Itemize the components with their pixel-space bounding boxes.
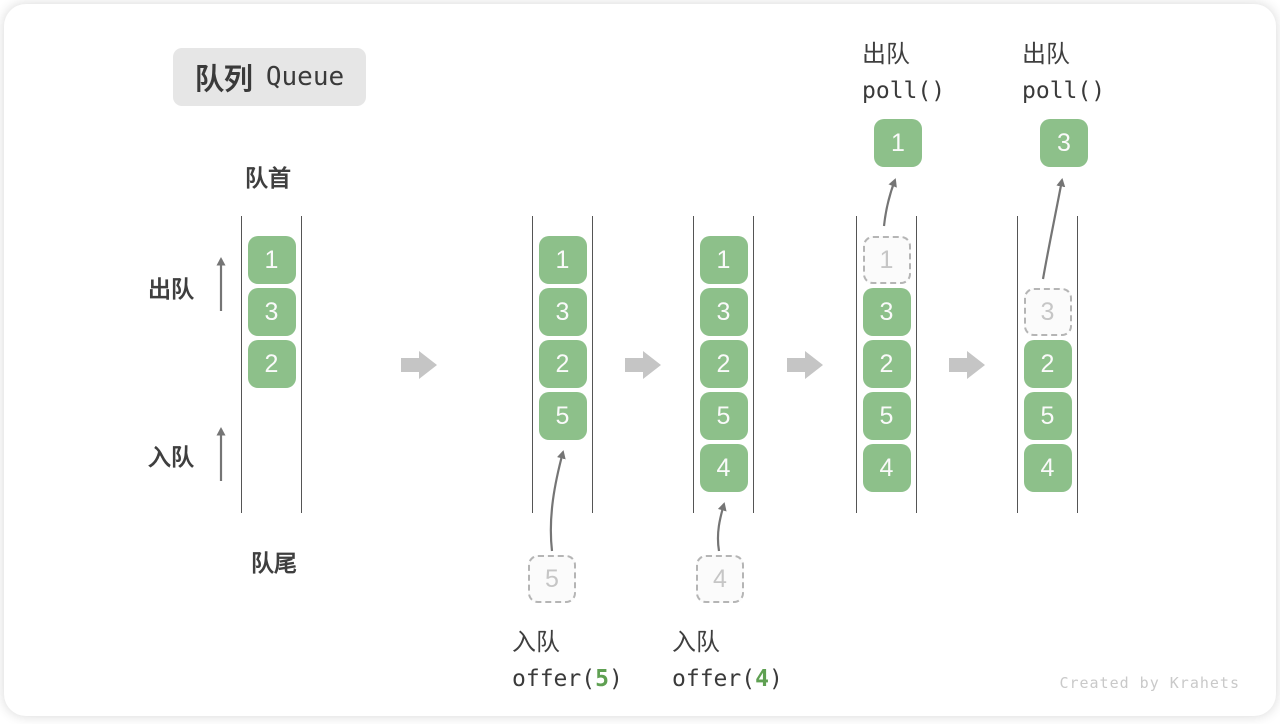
- queue-state-5: 3 2 5 4: [1017, 216, 1078, 513]
- offer5-operation-label: 入队 offer(5): [512, 622, 623, 692]
- dequeue-side-label: 出队: [148, 276, 194, 302]
- queue-cell: 3: [862, 288, 911, 336]
- enqueue-pending-cell: 4: [696, 555, 744, 603]
- queue-cell-removed: 1: [862, 236, 911, 284]
- dequeue-label: 出队: [862, 41, 910, 68]
- queue-cell: 2: [699, 340, 748, 388]
- queue-cell: 5: [862, 392, 911, 440]
- step-block-arrow-icon: [401, 351, 437, 379]
- enqueue-label: 入队: [672, 629, 720, 656]
- arrows-overlay: [216, 178, 1066, 552]
- queue-cell: 2: [538, 340, 587, 388]
- dequeue-label: 出队: [1022, 41, 1070, 68]
- offer5-code: offer(5): [512, 666, 623, 692]
- front-label: 队首: [245, 165, 291, 191]
- queue-cell: 5: [538, 392, 587, 440]
- poll1-operation-label: 出队 poll(): [862, 34, 945, 104]
- queue-cell: 4: [862, 444, 911, 492]
- title-badge: 队列 Queue: [173, 48, 366, 106]
- queue-cell: 1: [699, 236, 748, 284]
- queue-cell: 3: [538, 288, 587, 336]
- queue-diagram-card: 队列 Queue 队首 队尾 出队 入队 1 3 2 1 3 2 5 1 3 2…: [4, 4, 1276, 716]
- credit-text: Created by Krahets: [1059, 674, 1240, 692]
- queue-cell: 3: [247, 288, 296, 336]
- rear-label: 队尾: [251, 550, 297, 576]
- queue-cell: 5: [699, 392, 748, 440]
- step-block-arrow-icon: [949, 351, 985, 379]
- enqueue-pending-cell: 5: [528, 555, 576, 603]
- queue-cell: 1: [538, 236, 587, 284]
- queue-state-1: 1 3 2: [241, 216, 302, 513]
- queue-cell: 2: [862, 340, 911, 388]
- queue-state-2: 1 3 2 5: [532, 216, 593, 513]
- poll3-code: poll(): [1022, 78, 1106, 104]
- queue-state-4: 1 3 2 5 4: [856, 216, 917, 513]
- poll3-operation-label: 出队 poll(): [1022, 34, 1105, 104]
- queue-state-3: 1 3 2 5 4: [693, 216, 754, 513]
- offer4-operation-label: 入队 offer(4): [672, 622, 783, 692]
- queue-cell: 2: [247, 340, 296, 388]
- poll1-code: poll(): [862, 78, 946, 104]
- queue-cell: 1: [247, 236, 296, 284]
- step-block-arrow-icon: [625, 351, 661, 379]
- step-block-arrow-icon: [787, 351, 823, 379]
- dequeued-cell: 3: [1040, 119, 1088, 167]
- enqueue-label: 入队: [512, 629, 560, 656]
- queue-cell: 4: [1023, 444, 1072, 492]
- dequeued-cell: 1: [874, 119, 922, 167]
- title-zh: 队列: [194, 64, 253, 96]
- queue-cell: 5: [1023, 392, 1072, 440]
- queue-cell: 3: [699, 288, 748, 336]
- offer4-code: offer(4): [672, 666, 783, 692]
- queue-cell: 2: [1023, 340, 1072, 388]
- title-en: Queue: [265, 62, 345, 92]
- queue-cell-removed: 3: [1023, 288, 1072, 336]
- enqueue-side-label: 入队: [148, 444, 194, 470]
- queue-cell: 4: [699, 444, 748, 492]
